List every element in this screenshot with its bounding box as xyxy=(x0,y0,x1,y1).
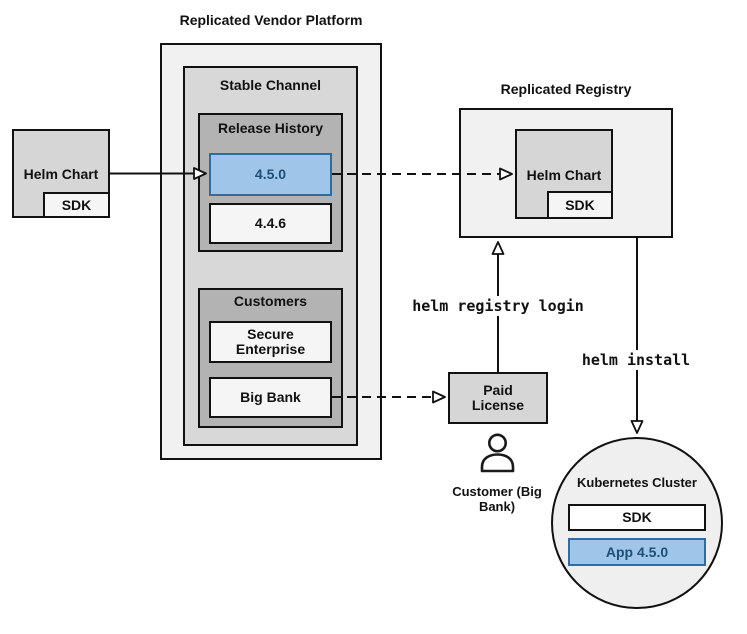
paid-license-box: Paid License xyxy=(448,372,548,424)
source-helm-chart-label: Helm Chart xyxy=(23,166,99,182)
cluster-title: Kubernetes Cluster xyxy=(577,475,697,490)
customer-secure-enterprise: Secure Enterprise xyxy=(209,321,332,363)
vendor-platform-title: Replicated Vendor Platform xyxy=(179,12,363,28)
release-4-5-0: 4.5.0 xyxy=(209,153,332,196)
cluster-sdk-box: SDK xyxy=(568,504,706,531)
customer-caption: Customer (Big Bank) xyxy=(452,484,542,514)
registry-sdk-box: SDK xyxy=(547,191,613,219)
cluster-app-box: App 4.5.0 xyxy=(568,538,706,566)
customers-label: Customers xyxy=(233,293,308,309)
stable-channel-label: Stable Channel xyxy=(219,77,322,93)
registry-helm-chart-label: Helm Chart xyxy=(526,167,602,183)
release-4-4-6: 4.4.6 xyxy=(209,203,332,244)
paid-license-label: Paid License xyxy=(471,382,525,413)
arrowhead-registry-to-cluster xyxy=(630,420,644,434)
customer-big-bank: Big Bank xyxy=(209,377,332,418)
arrowhead-bigbank-to-license xyxy=(432,390,446,404)
customer-secure-enterprise-label: Secure Enterprise xyxy=(235,326,306,357)
cmd-helm-install: helm install xyxy=(577,350,695,370)
registry-title: Replicated Registry xyxy=(500,81,632,97)
arrowhead-license-to-registry xyxy=(491,241,505,255)
release-history-label: Release History xyxy=(217,120,324,136)
cmd-helm-registry-login: helm registry login xyxy=(408,296,588,316)
source-sdk-box: SDK xyxy=(43,192,110,218)
person-icon xyxy=(480,433,515,473)
